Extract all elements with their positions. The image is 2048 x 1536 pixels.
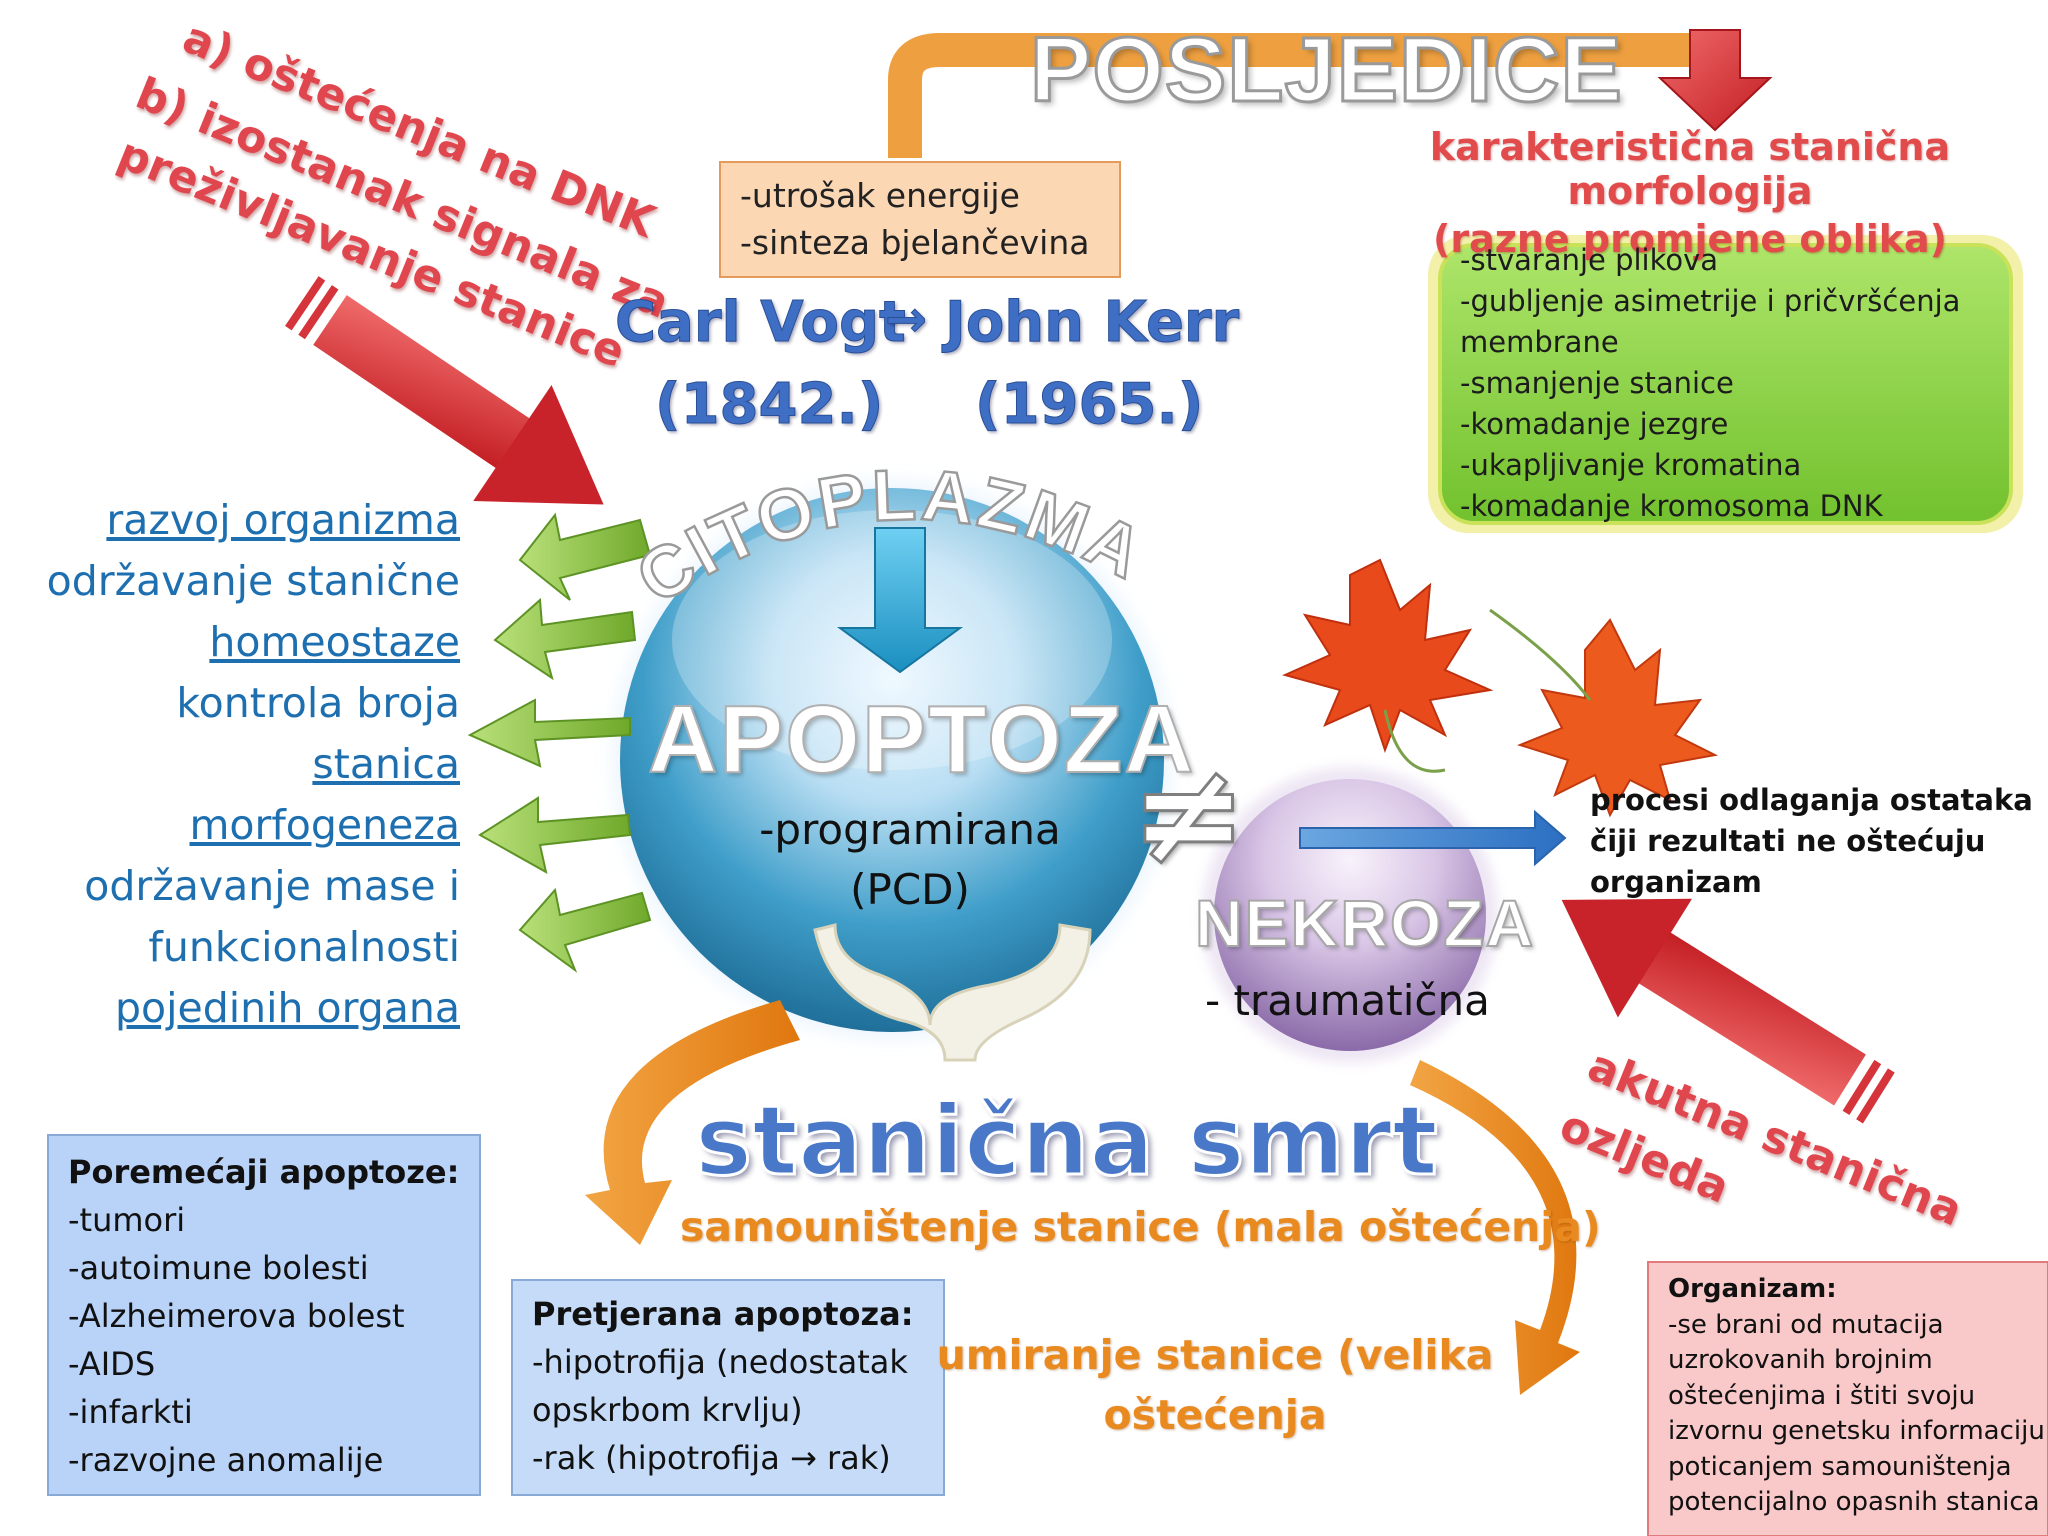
excessive-apoptosis-box: Pretjerana apoptoza: -hipotrofija (nedos…	[532, 1290, 913, 1482]
list-item: -se brani od mutacija	[1668, 1309, 1944, 1340]
necrosis-traumatic: - traumatična	[1205, 976, 1490, 1025]
process-line: procesi odlaganja ostataka	[1590, 783, 2033, 817]
apoptosis-subtitle: -programirana (PCD)	[620, 800, 1200, 920]
history-john-kerr: John Kerr	[944, 290, 1240, 356]
apoptosis-pcd: (PCD)	[850, 865, 970, 914]
list-item: -hipotrofija (nedostatak	[532, 1343, 908, 1381]
list-item: -ukapljivanje kromatina	[1460, 448, 1802, 482]
self-destruction-label: samouništenje stanice (mala oštećenja)	[680, 1203, 1601, 1251]
list-item: -rak (hipotrofija → rak)	[532, 1439, 891, 1477]
history-carl-vogt: Carl Vogt	[615, 290, 907, 356]
cell-death-title: stanična smrt	[694, 1084, 1440, 1199]
morphology-line1: karakteristična stanična morfologija	[1429, 125, 1951, 213]
function-morphogenesis: morfogeneza	[189, 801, 460, 849]
morphology-line2: (razne promjene oblika)	[1432, 217, 1948, 261]
apoptosis-programmed: -programirana	[759, 805, 1061, 854]
process-line: čiji rezultati ne oštećuju	[1590, 824, 1986, 858]
function-development: razvoj organizma	[106, 496, 460, 544]
energy-line: -utrošak energije	[740, 176, 1020, 215]
cytoplasm-text: CITOPLAZMA	[622, 454, 1156, 621]
cytoplasm-label: CITOPLAZMA	[622, 454, 1157, 621]
list-item: izvornu genetsku informaciju	[1668, 1416, 2045, 1446]
function-mass-a: održavanje mase i	[84, 862, 460, 910]
maple-leaf-icon	[1282, 558, 1494, 773]
organism-box: Organizam: -se brani od mutacija uzrokov…	[1668, 1272, 2045, 1521]
list-item: poticanjem samouništenja	[1668, 1451, 2012, 1482]
morphology-list: -stvaranje plikova -gubljenje asimetrije…	[1460, 240, 1960, 527]
functions-list: razvoj organizma održavanje stanične hom…	[20, 490, 460, 1039]
list-item: -komadanje kromosoma DNK	[1460, 489, 1883, 523]
process-line: organizam	[1590, 865, 1762, 899]
list-item: -Alzheimerova bolest	[68, 1297, 405, 1335]
function-cell-count-a: kontrola broja	[176, 679, 460, 727]
list-item: -komadanje jezgre	[1460, 407, 1729, 441]
apoptosis-title: APOPTOZA	[647, 685, 1196, 794]
function-cell-count-b: stanica	[312, 740, 460, 788]
list-item: -AIDS	[68, 1345, 156, 1383]
list-item: opskrbom krvlju)	[532, 1391, 803, 1429]
consequences-title: POSLJEDICE	[1029, 18, 1624, 123]
morphology-heading: karakteristična stanična morfologija (ra…	[1340, 125, 2040, 261]
energy-box: -utrošak energije -sinteza bjelančevina	[740, 172, 1089, 266]
dying-line2: oštećenja	[1103, 1391, 1327, 1439]
history-year-1965: (1965.)	[974, 372, 1204, 438]
list-item: -infarkti	[68, 1393, 193, 1431]
function-mass-c: pojedinih organa	[114, 984, 460, 1032]
list-item: membrane	[1460, 325, 1619, 359]
not-equal-symbol: ≠	[1128, 733, 1248, 896]
list-item: -autoimune bolesti	[68, 1249, 369, 1287]
disposal-process-text: procesi odlaganja ostataka čiji rezultat…	[1590, 780, 2033, 903]
list-item: potencijalno opasnih stanica	[1668, 1487, 2040, 1517]
function-mass-b: funkcionalnosti	[148, 923, 460, 971]
list-item: oštećenjima i štiti svoju	[1668, 1380, 1976, 1411]
list-item: -stvaranje plikova	[1460, 243, 1719, 277]
history-arrow-icon: →	[885, 290, 928, 349]
list-item: -tumori	[68, 1201, 186, 1239]
organism-title: Organizam:	[1668, 1274, 1837, 1304]
disorders-box: Poremećaji apoptoze: -tumori -autoimune …	[68, 1148, 459, 1484]
svg-text:CITOPLAZMA: CITOPLAZMA	[623, 455, 1157, 619]
list-item: uzrokovanih brojnim	[1668, 1345, 1933, 1375]
excessive-title: Pretjerana apoptoza:	[532, 1295, 914, 1333]
dying-line1: umiranje stanice (velika	[936, 1331, 1494, 1379]
history-year-1842: (1842.)	[654, 372, 884, 438]
synthesis-line: -sinteza bjelančevina	[740, 223, 1090, 262]
maple-leaf-icon	[1489, 608, 1719, 818]
function-homeostasis-b: homeostaze	[209, 618, 460, 666]
cell-dying-label: umiranje stanice (velika oštećenja	[935, 1325, 1495, 1445]
list-item: -razvojne anomalije	[68, 1441, 384, 1479]
function-homeostasis-a: održavanje stanične	[46, 557, 460, 605]
disorders-title: Poremećaji apoptoze:	[68, 1153, 460, 1191]
list-item: -gubljenje asimetrije i pričvršćenja	[1460, 284, 1961, 318]
list-item: -smanjenje stanice	[1460, 366, 1734, 400]
necrosis-title: NEKROZA	[1194, 885, 1536, 961]
